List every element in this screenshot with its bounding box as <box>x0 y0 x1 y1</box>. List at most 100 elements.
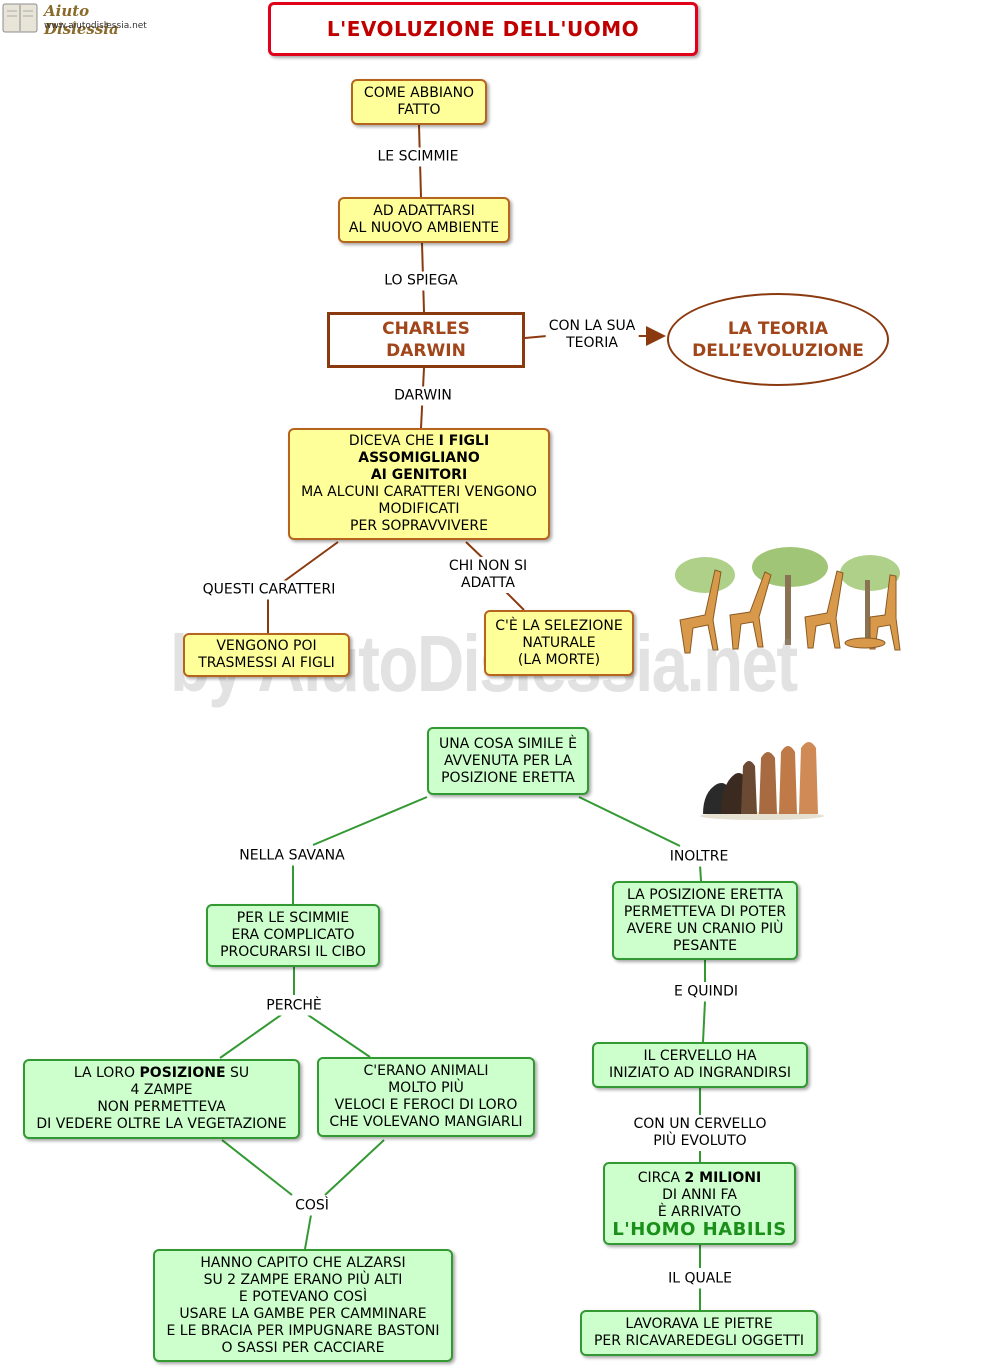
node-diceva: DICEVA CHE I FIGLI ASSOMIGLIANO AI GENIT… <box>288 428 550 540</box>
link-text: CHI NON SI <box>448 558 528 574</box>
node-text: E LE BRACIA PER IMPUGNARE BASTONI <box>166 1322 440 1339</box>
node-text: SU <box>225 1065 250 1081</box>
node-homo-habilis: CIRCA 2 MILIONI DI ANNI FA È ARRIVATO L'… <box>603 1162 796 1245</box>
node-text: (LA MORTE) <box>517 651 601 668</box>
node-loro-posizione: LA LORO POSIZIONE SU 4 ZAMPE NON PERMETT… <box>23 1059 300 1139</box>
link-text: LE SCIMMIE <box>377 148 459 165</box>
link-text: E QUINDI <box>673 983 739 1000</box>
page-title-text: L'EVOLUZIONE DELL'UOMO <box>326 17 640 41</box>
node-text: NATURALE <box>522 634 596 651</box>
link-text: IL QUALE <box>668 1270 732 1287</box>
link-text: QUESTI CARATTERI <box>202 581 336 598</box>
link-text: TEORIA <box>566 335 618 351</box>
link-text: PIÙ EVOLUTO <box>653 1133 747 1149</box>
link-label-con-un-cervello: CON UN CERVELLO PIÙ EVOLUTO <box>630 1115 770 1151</box>
link-text: LO SPIEGA <box>384 272 458 289</box>
node-text: MODIFICATI <box>378 501 460 517</box>
node-text: VENGONO POI <box>216 638 317 654</box>
node-text: AD ADATTARSI <box>373 203 475 219</box>
node-text: POSIZIONE ERETTA <box>441 769 575 786</box>
node-text: COME ABBIANO <box>363 85 475 101</box>
node-pietre: LAVORAVA LE PIETRE PER RICAVAREDEGLI OGG… <box>580 1310 818 1356</box>
node-text: DELL’EVOLUZIONE <box>692 340 864 361</box>
node-scimmie-cibo: PER LE SCIMMIE ERA COMPLICATO PROCURARSI… <box>206 904 380 967</box>
node-teoria-evoluzione: LA TEORIA DELL’EVOLUZIONE <box>667 293 889 386</box>
node-text-bold: ASSOMIGLIANO <box>358 450 480 466</box>
node-line: DICEVA CHE I FIGLI <box>349 433 489 450</box>
node-hanno-capito: HANNO CAPITO CHE ALZARSI SU 2 ZAMPE ERAN… <box>153 1249 453 1362</box>
node-text-bold: POSIZIONE <box>139 1065 226 1081</box>
node-text: LAVORAVA LE PIETRE <box>625 1316 773 1332</box>
link-label-perche: PERCHÈ <box>263 996 325 1016</box>
giraffes-illustration <box>675 547 901 654</box>
node-text: PER LE SCIMMIE <box>236 910 350 926</box>
node-cervello: IL CERVELLO HA INIZIATO AD INGRANDIRSI <box>592 1042 808 1088</box>
node-text: LA LORO <box>73 1065 140 1081</box>
node-text: E POTEVANO COSÌ <box>238 1288 368 1305</box>
aiutodislessia-logo[interactable]: Aiuto Dislessia www.aiutodislessia.net <box>0 0 160 38</box>
node-text: TRASMESSI AI FIGLI <box>198 655 335 671</box>
link-label-il-quale: IL QUALE <box>665 1269 735 1289</box>
link-text: DARWIN <box>394 387 452 404</box>
link-text: PERCHÈ <box>266 997 322 1014</box>
node-come-abbiano: COME ABBIANO FATTO <box>351 79 487 125</box>
link-label-nella-savana: NELLA SAVANA <box>236 846 348 866</box>
link-label-darwin: DARWIN <box>391 386 455 406</box>
node-selezione: C'È LA SELEZIONE NATURALE (LA MORTE) <box>484 610 634 676</box>
page-title: L'EVOLUZIONE DELL'UOMO <box>268 2 698 56</box>
node-text: IL CERVELLO HA <box>643 1048 757 1064</box>
link-text: CON LA SUA <box>548 318 636 334</box>
human-evolution-illustration <box>697 722 827 820</box>
node-animali: C'ERANO ANIMALI MOLTO PIÙ VELOCI E FEROC… <box>317 1057 535 1137</box>
link-label-lo-spiega: LO SPIEGA <box>381 271 461 291</box>
node-text: O SASSI PER CACCIARE <box>221 1339 385 1356</box>
node-text: FATTO <box>397 102 441 118</box>
link-text: NELLA SAVANA <box>239 847 345 864</box>
node-posizione-eretta: LA POSIZIONE ERETTA PERMETTEVA DI POTER … <box>612 881 798 960</box>
book-icon <box>2 3 38 33</box>
node-line: CIRCA 2 MILIONI <box>638 1170 761 1187</box>
node-text: PROCURARSI IL CIBO <box>220 944 366 960</box>
link-label-chi-non: CHI NON SI ADATTA <box>445 557 531 593</box>
node-text: HANNO CAPITO CHE ALZARSI <box>200 1254 406 1271</box>
node-line: LA LORO POSIZIONE SU <box>74 1065 249 1082</box>
node-text: PER RICAVAREDEGLI OGGETTI <box>593 1333 804 1349</box>
link-label-con-la-sua: CON LA SUA TEORIA <box>545 317 639 353</box>
node-text: DARWIN <box>386 341 466 361</box>
link-text: COSÌ <box>295 1197 329 1214</box>
node-text: AL NUOVO AMBIENTE <box>348 220 500 236</box>
node-text: DICEVA CHE <box>348 433 439 449</box>
node-text-bold: I FIGLI <box>438 433 490 449</box>
node-text: ERA COMPLICATO <box>231 927 355 943</box>
node-text: CHE VOLEVANO MANGIARLI <box>329 1114 523 1130</box>
homo-habilis-label: L'HOMO HABILIS <box>612 1218 787 1240</box>
node-text: MOLTO PIÙ <box>388 1080 464 1096</box>
node-text: PERMETTEVA DI POTER <box>623 903 787 920</box>
node-text: AVVENUTA PER LA <box>443 752 573 769</box>
link-text: CON UN CERVELLO <box>633 1116 767 1132</box>
link-text: INOLTRE <box>669 848 729 865</box>
node-text-bold: 2 MILIONI <box>684 1169 762 1186</box>
node-text: CIRCA <box>637 1169 685 1186</box>
node-text: DI ANNI FA <box>662 1186 737 1203</box>
node-text: PER SOPRAVVIVERE <box>350 518 488 534</box>
node-text: CHARLES <box>382 319 470 339</box>
link-label-questi-caratteri: QUESTI CARATTERI <box>199 580 339 600</box>
node-text: 4 ZAMPE <box>130 1082 193 1098</box>
node-text: UNA COSA SIMILE È <box>439 735 577 752</box>
node-text: È ARRIVATO <box>657 1203 742 1220</box>
link-label-e-quindi: E QUINDI <box>670 982 742 1002</box>
node-cosa-simile: UNA COSA SIMILE È AVVENUTA PER LA POSIZI… <box>427 727 589 795</box>
logo-title: Aiuto Dislessia <box>44 2 119 38</box>
node-text: INIZIATO AD INGRANDIRSI <box>608 1065 792 1081</box>
node-text: LA TEORIA <box>727 318 829 339</box>
node-text: USARE LA GAMBE PER CAMMINARE <box>179 1305 427 1322</box>
node-text: MA ALCUNI CARATTERI VENGONO <box>301 484 537 500</box>
link-label-cosi: COSÌ <box>292 1196 332 1216</box>
link-label-le-scimmie: LE SCIMMIE <box>374 147 462 167</box>
node-adattarsi: AD ADATTARSI AL NUOVO AMBIENTE <box>338 197 510 243</box>
node-charles-darwin: CHARLES DARWIN <box>327 312 525 368</box>
node-text: C'ERANO ANIMALI <box>363 1063 489 1079</box>
node-text: PESANTE <box>673 937 737 954</box>
